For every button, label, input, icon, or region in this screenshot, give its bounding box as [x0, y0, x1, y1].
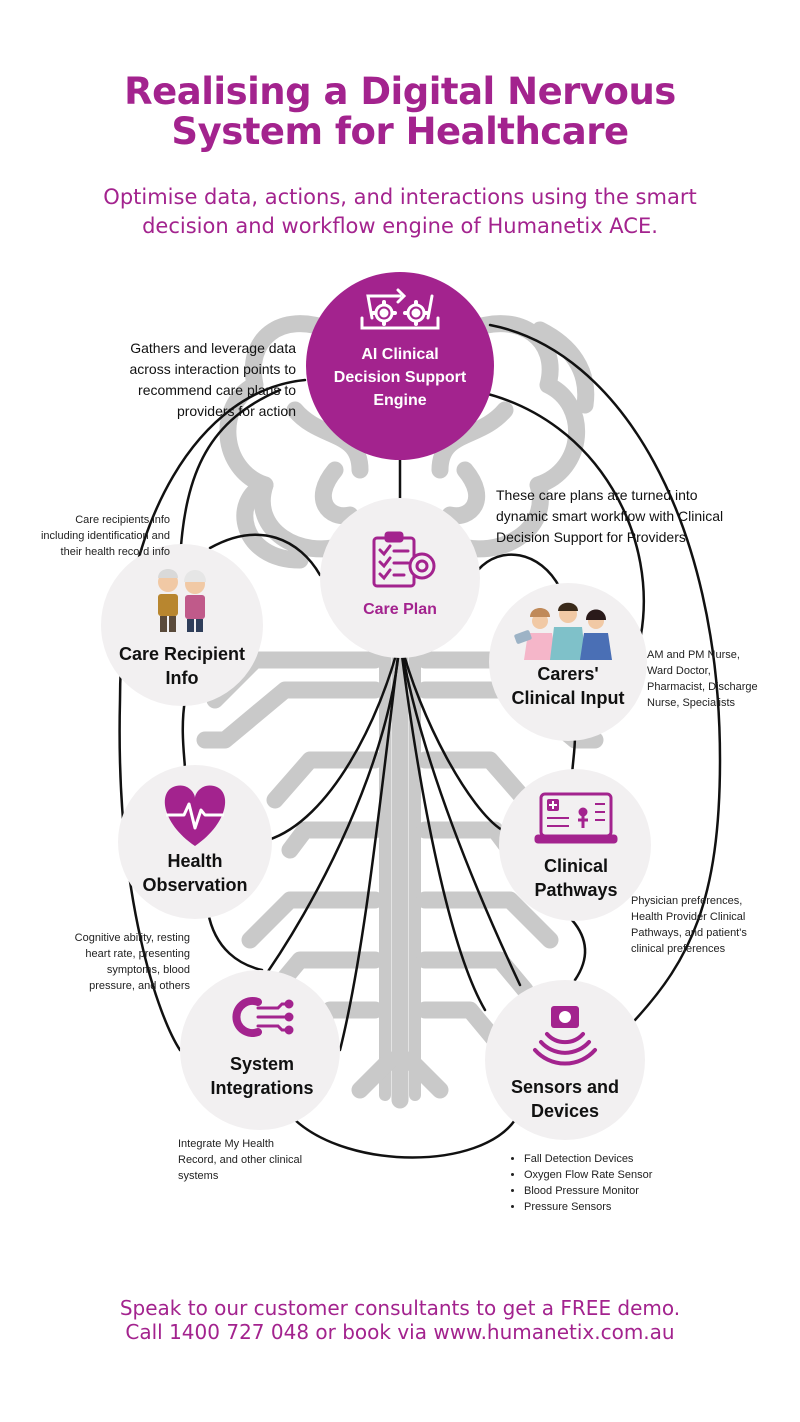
page-title-line-2: System for Healthcare	[171, 110, 629, 153]
carers-note-line: Pharmacist, Discharge	[647, 681, 758, 693]
cta-line-2[interactable]: Call 1400 727 048 or book via www.humane…	[125, 1320, 675, 1344]
care-recipient-note-line: Care recipients info	[75, 514, 170, 526]
care-plan-label: Care Plan	[363, 601, 437, 618]
carers-label-line-1: Carers'	[537, 664, 599, 684]
page-subtitle-line-1: Optimise data, actions, and interactions…	[103, 185, 697, 209]
page-subtitle: Optimise data, actions, and interactions…	[0, 183, 800, 241]
list-item: Oxygen Flow Rate Sensor	[524, 1167, 704, 1183]
care-recipient-label-line-1: Care Recipient	[118, 644, 246, 664]
list-item: Fall Detection Devices	[524, 1151, 704, 1167]
carers-label: Carers' Clinical Input	[490, 662, 646, 710]
sensor-waves-icon	[533, 1006, 597, 1066]
care-recipient-label: Care Recipient Info	[102, 642, 262, 690]
engine-note-line: across interaction points to	[129, 361, 296, 377]
clinical-pathways-label-line-1: Clinical	[543, 856, 609, 876]
health-observation-note-line: symptoms, blood	[106, 964, 190, 976]
health-observation-note-line: Cognitive ability, resting	[74, 932, 190, 944]
carers-note: AM and PM Nurse, Ward Doctor, Pharmacist…	[647, 647, 787, 711]
clinical-pathways-node	[499, 769, 651, 921]
health-observation-label: Health Observation	[120, 849, 270, 897]
carers-note-line: Ward Doctor,	[647, 665, 711, 677]
engine-label-line-1: AI Clinical	[361, 346, 439, 363]
clinical-pathways-label-line-2: Pathways	[534, 880, 618, 900]
sensors-label-line-2: Devices	[530, 1101, 600, 1121]
system-integrations-label: System Integrations	[185, 1052, 339, 1100]
list-item: Blood Pressure Monitor	[524, 1183, 704, 1199]
care-plan-note-line: dynamic smart workflow with Clinical	[496, 508, 724, 524]
engine-node	[306, 272, 494, 460]
system-integrations-note-line: Record, and other clinical	[178, 1154, 303, 1166]
care-recipient-label-line-2: Info	[165, 668, 199, 688]
care-recipient-note-line: including identification and	[40, 530, 170, 542]
sensors-label: Sensors and Devices	[488, 1075, 642, 1123]
page-title: Realising a Digital Nervous System for H…	[0, 72, 800, 152]
care-recipient-note: Care recipients info including identific…	[20, 512, 170, 560]
page-subtitle-line-2: decision and workflow engine of Humaneti…	[142, 214, 658, 238]
care-recipient-note-line: their health record info	[60, 546, 170, 558]
sensors-device-list: Fall Detection Devices Oxygen Flow Rate …	[510, 1151, 704, 1215]
health-observation-note-line: heart rate, presenting	[85, 948, 190, 960]
carers-label-line-2: Clinical Input	[511, 688, 625, 708]
page-title-line-1: Realising a Digital Nervous	[124, 70, 676, 113]
health-observation-note-line: pressure, and others	[89, 980, 190, 992]
list-item: Pressure Sensors	[524, 1199, 704, 1215]
call-to-action: Speak to our customer consultants to get…	[0, 1296, 800, 1344]
system-integrations-label-line-2: Integrations	[210, 1078, 314, 1098]
care-recipient-node	[101, 544, 263, 706]
integration-circuit-icon	[232, 997, 294, 1037]
carers-note-line: AM and PM Nurse,	[647, 649, 740, 661]
care-plan-note-line: These care plans are turned into	[496, 487, 698, 503]
sensors-label-line-1: Sensors and	[510, 1077, 620, 1097]
engine-note-line: Gathers and leverage data	[130, 340, 296, 356]
clinical-pathways-note-line: Pathways, and patient's	[631, 927, 747, 939]
sensors-node	[485, 980, 645, 1140]
engine-label-line-3: Engine	[373, 392, 427, 409]
clipboard-checklist-icon	[372, 531, 436, 588]
clinical-pathways-note-line: Physician preferences,	[631, 895, 743, 907]
engine-note-line: providers for action	[176, 403, 296, 419]
clinical-staff-icon	[514, 602, 612, 660]
system-integrations-note-line: Integrate My Health	[178, 1138, 274, 1150]
health-observation-note: Cognitive ability, resting heart rate, p…	[40, 930, 190, 994]
engine-label: AI Clinical Decision Support Engine	[312, 343, 488, 412]
care-plan-note: These care plans are turned into dynamic…	[496, 485, 786, 548]
health-observation-label-line-1: Health	[167, 851, 223, 871]
health-observation-label-line-2: Observation	[142, 875, 248, 895]
system-integrations-note-line: systems	[178, 1170, 219, 1182]
clinical-pathways-note-line: Health Provider Clinical	[631, 911, 746, 923]
gears-cycle-icon	[360, 288, 440, 330]
clinical-pathways-label: Clinical Pathways	[500, 854, 652, 902]
care-plan-note-line: Decision Support for Providers	[496, 529, 686, 545]
system-integrations-note: Integrate My Health Record, and other cl…	[178, 1136, 348, 1184]
carers-node	[489, 583, 647, 741]
clinical-pathways-note-line: clinical preferences	[631, 943, 726, 955]
engine-note-line: recommend care plans to	[138, 382, 296, 398]
cta-line-1: Speak to our customer consultants to get…	[119, 1296, 681, 1320]
engine-label-line-2: Decision Support	[333, 369, 467, 386]
system-integrations-node	[180, 970, 340, 1130]
care-plan-node	[320, 498, 480, 658]
elderly-couple-icon	[158, 569, 206, 632]
system-integrations-label-line-1: System	[229, 1054, 295, 1074]
brain-spine-illustration	[196, 315, 604, 1109]
clinical-pathways-note: Physician preferences, Health Provider C…	[631, 893, 791, 957]
engine-note: Gathers and leverage data across interac…	[96, 338, 296, 422]
patient-record-monitor-icon	[534, 792, 618, 844]
heart-pulse-icon	[164, 785, 226, 846]
carers-note-line: Nurse, Specialists	[647, 697, 736, 709]
